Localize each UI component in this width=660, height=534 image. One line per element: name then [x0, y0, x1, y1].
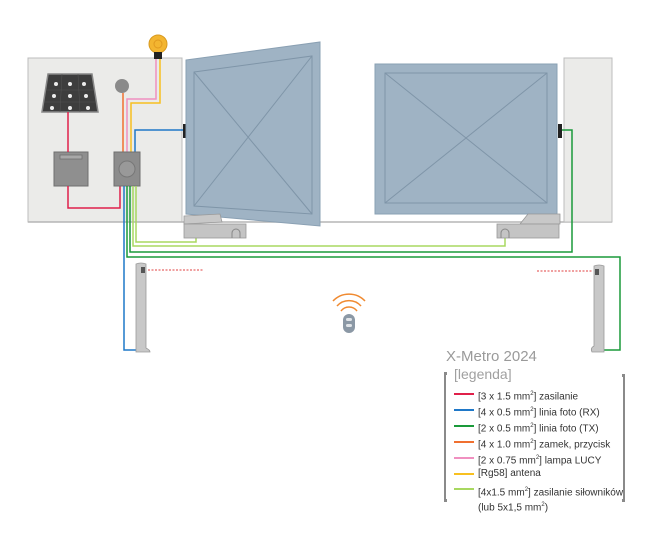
wire-actuator-power: [135, 186, 197, 243]
legend-item-photo-tx: [2 x 0.5 mm2] linia foto (TX): [454, 418, 623, 434]
wire-photo-tx: [126, 186, 621, 351]
legend-swatch: [454, 457, 474, 459]
photocell-tx-icon: [590, 264, 605, 353]
gate-right: [374, 63, 558, 215]
actuator-right-icon: [496, 213, 561, 239]
gate-left: [185, 41, 321, 227]
legend-item-lamp: [2 x 0.75 mm2] lampa LUCY: [454, 450, 623, 466]
wire-actuator-power: [132, 186, 506, 247]
legend-item-lock-button: [4 x 1.0 mm2] zamek, przycisk: [454, 434, 623, 450]
photocell-rx-icon: [135, 262, 151, 353]
battery-box-icon: [53, 151, 89, 187]
legend-item-photo-rx: [4 x 0.5 mm2] linia foto (RX): [454, 402, 623, 418]
legend-swatch: [454, 393, 474, 395]
legend-swatch: [454, 441, 474, 443]
warning-lamp-icon: [148, 34, 168, 59]
wire-antenna: [130, 59, 161, 152]
legend-bracket-left: [444, 372, 447, 502]
legend-item-power: [3 x 1.5 mm2] zasilanie: [454, 386, 623, 402]
control-box-icon: [113, 151, 141, 187]
legend-item-antenna: [Rg58] antena: [454, 466, 623, 482]
legend-title: X-Metro 2024: [446, 348, 537, 365]
lock-left-icon: [183, 124, 187, 138]
legend-swatch: [454, 473, 474, 475]
wire-photo-tx: [129, 129, 573, 253]
solar-panel-icon: [41, 73, 99, 113]
wire-power: [67, 186, 121, 209]
legend-item-actuator-power: [4x1.5 mm2] zasilanie siłowników (lub 5x…: [454, 482, 623, 514]
wire-photo-rx: [134, 129, 184, 152]
antenna-icon: [115, 79, 129, 93]
remote-control-icon: [332, 293, 366, 333]
legend: X-Metro 2024 [legenda] [3 x 1.5 mm2] zas…: [440, 348, 630, 518]
actuator-left-icon: [183, 213, 247, 239]
wire-photo-rx: [123, 186, 138, 351]
wire-lamp: [126, 59, 157, 152]
legend-swatch: [454, 409, 474, 411]
right-wall: [563, 57, 613, 223]
legend-swatch: [454, 425, 474, 427]
legend-swatch: [454, 488, 474, 490]
lock-right-icon: [558, 124, 562, 138]
legend-list: [3 x 1.5 mm2] zasilanie [4 x 0.5 mm2] li…: [454, 386, 623, 514]
legend-subtitle: [legenda]: [454, 366, 512, 382]
legend-bracket-right: [622, 374, 625, 502]
